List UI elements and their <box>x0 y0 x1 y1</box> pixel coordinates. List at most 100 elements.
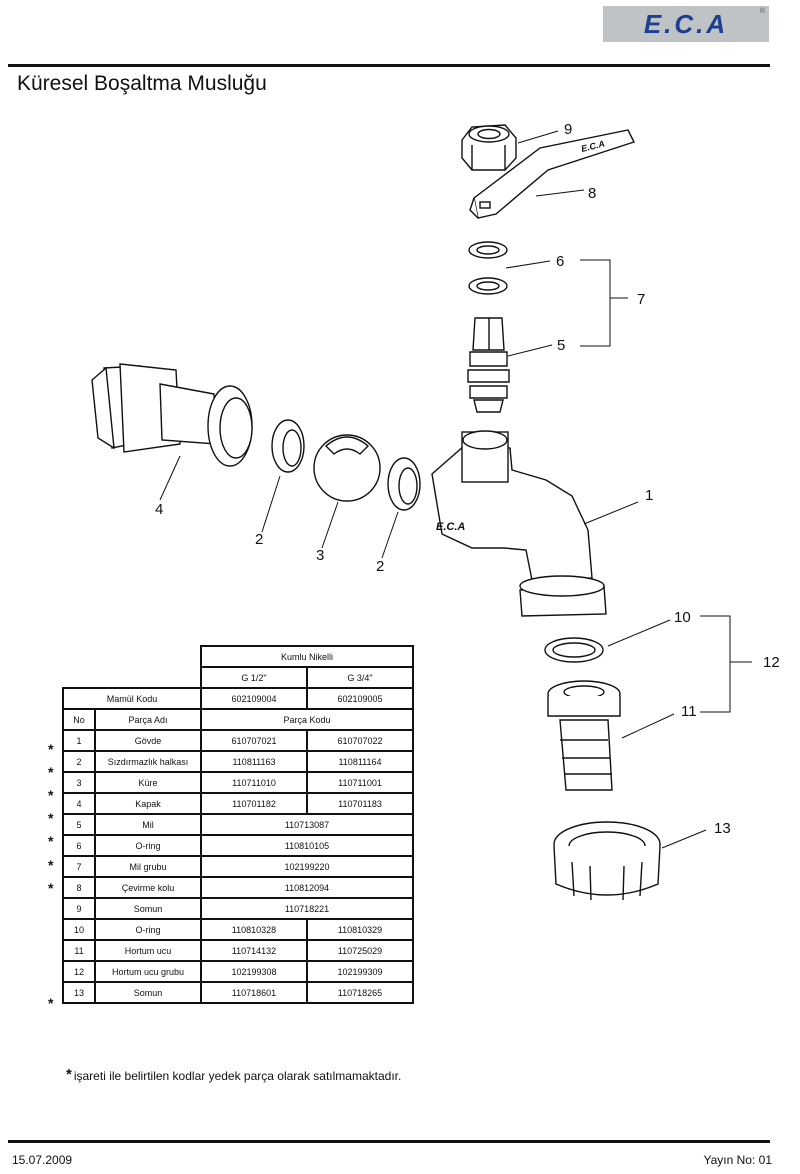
seal-ring-part-2-right <box>387 457 421 511</box>
row-no: 8 <box>62 876 96 899</box>
cap-part-4 <box>91 363 253 467</box>
callout-2-right: 2 <box>376 558 384 575</box>
callout-9: 9 <box>564 121 572 138</box>
footnote: *işareti ile belirtilen kodlar yedek par… <box>66 1066 401 1083</box>
o-ring-part-6 <box>468 241 508 295</box>
parts-table: Kumlu Nikelli G 1/2" G 3/4" Mamül Kodu 6… <box>62 645 414 1004</box>
spare-part-star: * <box>48 995 54 1012</box>
row-part-code-1: 110711010 <box>200 771 308 794</box>
callout-4: 4 <box>155 501 163 518</box>
product-code-1: 602109004 <box>200 687 308 710</box>
svg-text:E.C.A: E.C.A <box>436 521 465 533</box>
callout-7: 7 <box>637 291 645 308</box>
row-part-code-2: 110811164 <box>306 750 414 773</box>
stem-part-5 <box>467 317 510 413</box>
row-no: 4 <box>62 792 96 815</box>
row-no: 10 <box>62 918 96 941</box>
footer-divider <box>8 1140 770 1143</box>
nut-part-13 <box>553 821 661 901</box>
callout-5: 5 <box>557 337 565 354</box>
row-part-name: Küre <box>94 771 202 794</box>
footnote-star: * <box>66 1066 72 1083</box>
row-part-name: Gövde <box>94 729 202 752</box>
row-part-name: Hortum ucu <box>94 939 202 962</box>
row-part-code: 110713087 <box>200 813 414 836</box>
spare-part-star: * <box>48 764 54 781</box>
spare-part-star: * <box>48 879 54 896</box>
finish-header: Kumlu Nikelli <box>200 645 414 668</box>
row-no: 1 <box>62 729 96 752</box>
hose-end-part-11 <box>547 680 621 791</box>
row-part-name: Somun <box>94 897 202 920</box>
callout-8: 8 <box>588 185 596 202</box>
row-part-code-1: 610707021 <box>200 729 308 752</box>
row-part-code: 110718221 <box>200 897 414 920</box>
issue-number: Yayın No: 01 <box>703 1153 772 1167</box>
row-part-code: 102199220 <box>200 855 414 878</box>
row-part-name: Sızdırmazlık halkası <box>94 750 202 773</box>
row-part-name: O-ring <box>94 918 202 941</box>
row-part-code-2: 110701183 <box>306 792 414 815</box>
row-no: 2 <box>62 750 96 773</box>
row-no: 13 <box>62 981 96 1004</box>
col-part-name-header: Parça Adı <box>94 708 202 731</box>
row-part-name: Mil grubu <box>94 855 202 878</box>
row-part-code-1: 102199308 <box>200 960 308 983</box>
row-part-code-1: 110701182 <box>200 792 308 815</box>
row-part-name: Kapak <box>94 792 202 815</box>
row-no: 11 <box>62 939 96 962</box>
row-part-name: Somun <box>94 981 202 1004</box>
row-no: 6 <box>62 834 96 857</box>
row-part-name: O-ring <box>94 834 202 857</box>
spare-part-star: * <box>48 833 54 850</box>
row-part-code-2: 102199309 <box>306 960 414 983</box>
callout-numbers: 9 8 6 7 5 4 2 3 2 1 10 12 11 13 <box>155 121 780 837</box>
callout-12: 12 <box>763 654 780 671</box>
spare-part-star: * <box>48 856 54 873</box>
callout-13: 13 <box>714 820 731 837</box>
row-part-code-1: 110714132 <box>200 939 308 962</box>
ball-part-3 <box>313 434 381 502</box>
row-no: 9 <box>62 897 96 920</box>
row-no: 5 <box>62 813 96 836</box>
body-part-1: E.C.A <box>431 430 607 617</box>
row-part-code-2: 110718265 <box>306 981 414 1004</box>
logo-text: E.C.A <box>643 9 729 39</box>
row-part-name: Çevirme kolu <box>94 876 202 899</box>
row-part-code-2: 110725029 <box>306 939 414 962</box>
row-part-code: 110810105 <box>200 834 414 857</box>
spare-part-star: * <box>48 741 54 757</box>
callout-10: 10 <box>674 609 691 626</box>
callout-1: 1 <box>645 487 653 504</box>
registered-mark: ® <box>759 8 765 15</box>
callout-6: 6 <box>556 253 564 270</box>
leader-lines <box>159 130 752 849</box>
eca-logo: E.C.A ® <box>603 6 769 42</box>
row-part-code-1: 110718601 <box>200 981 308 1004</box>
callout-2-left: 2 <box>255 531 263 548</box>
o-ring-part-10 <box>544 637 604 663</box>
row-part-code-1: 110811163 <box>200 750 308 773</box>
footnote-text: işareti ile belirtilen kodlar yedek parç… <box>73 1069 402 1083</box>
publish-date: 15.07.2009 <box>12 1153 73 1167</box>
product-code-label: Mamül Kodu <box>62 687 202 710</box>
row-part-code: 110812094 <box>200 876 414 899</box>
row-part-code-1: 110810328 <box>200 918 308 941</box>
row-part-code-2: 110810329 <box>306 918 414 941</box>
row-part-code-2: 610707022 <box>306 729 414 752</box>
spare-part-star: * <box>48 787 54 804</box>
size-header-2: G 3/4" <box>306 666 414 689</box>
row-no: 12 <box>62 960 96 983</box>
row-part-name: Hortum ucu grubu <box>94 960 202 983</box>
